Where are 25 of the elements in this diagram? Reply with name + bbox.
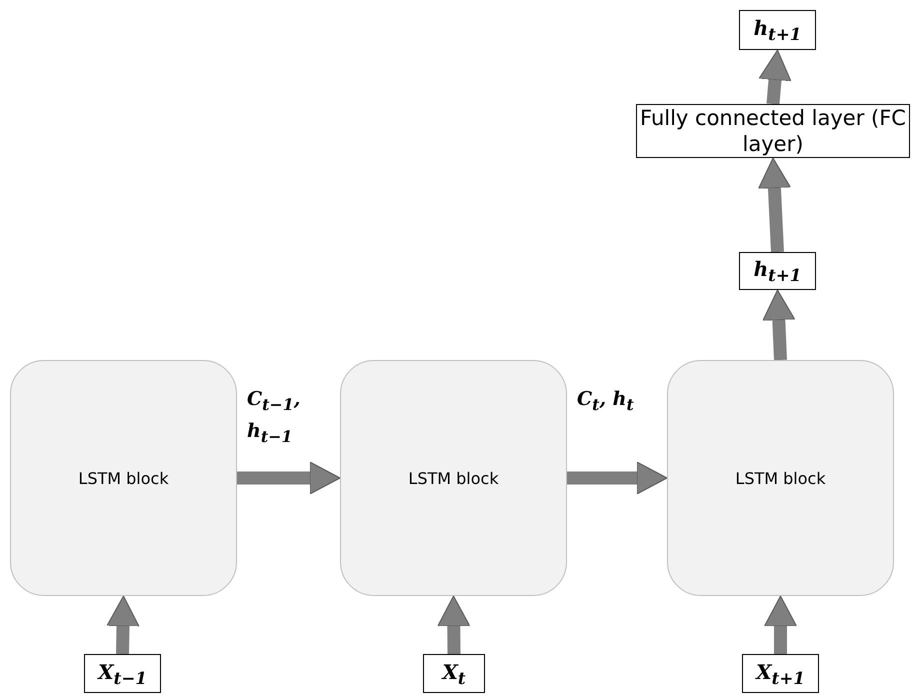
block-arrow [762, 290, 796, 360]
lstm-block [10, 360, 237, 596]
variable-label: X$_{t}$ [442, 660, 466, 688]
variable-box [84, 654, 161, 693]
variable-label: h$_{t+1}$ [754, 16, 802, 44]
variable-box [742, 654, 819, 693]
block-arrow [106, 596, 140, 654]
variable-label: X$_{t+1}$ [756, 660, 805, 688]
variable-box [739, 252, 816, 290]
lstm-block [667, 360, 894, 596]
variable-label: h$_{t+1}$ [754, 257, 802, 285]
variable-box [739, 10, 816, 50]
lstm-block [340, 360, 567, 596]
block-arrow [237, 462, 340, 494]
block-arrow [764, 596, 797, 654]
variable-box [423, 654, 485, 693]
node-label: LSTM block [78, 468, 169, 488]
variable-label: X$_{t−1}$ [98, 660, 147, 688]
block-arrow [437, 596, 470, 654]
node-label: LSTM block [735, 468, 826, 488]
node-label: Fully connected layer (FC layer) [639, 105, 907, 157]
block-arrow [758, 49, 792, 105]
block-arrow [567, 462, 668, 494]
block-arrow [758, 158, 791, 252]
node-label: LSTM block [408, 468, 499, 488]
